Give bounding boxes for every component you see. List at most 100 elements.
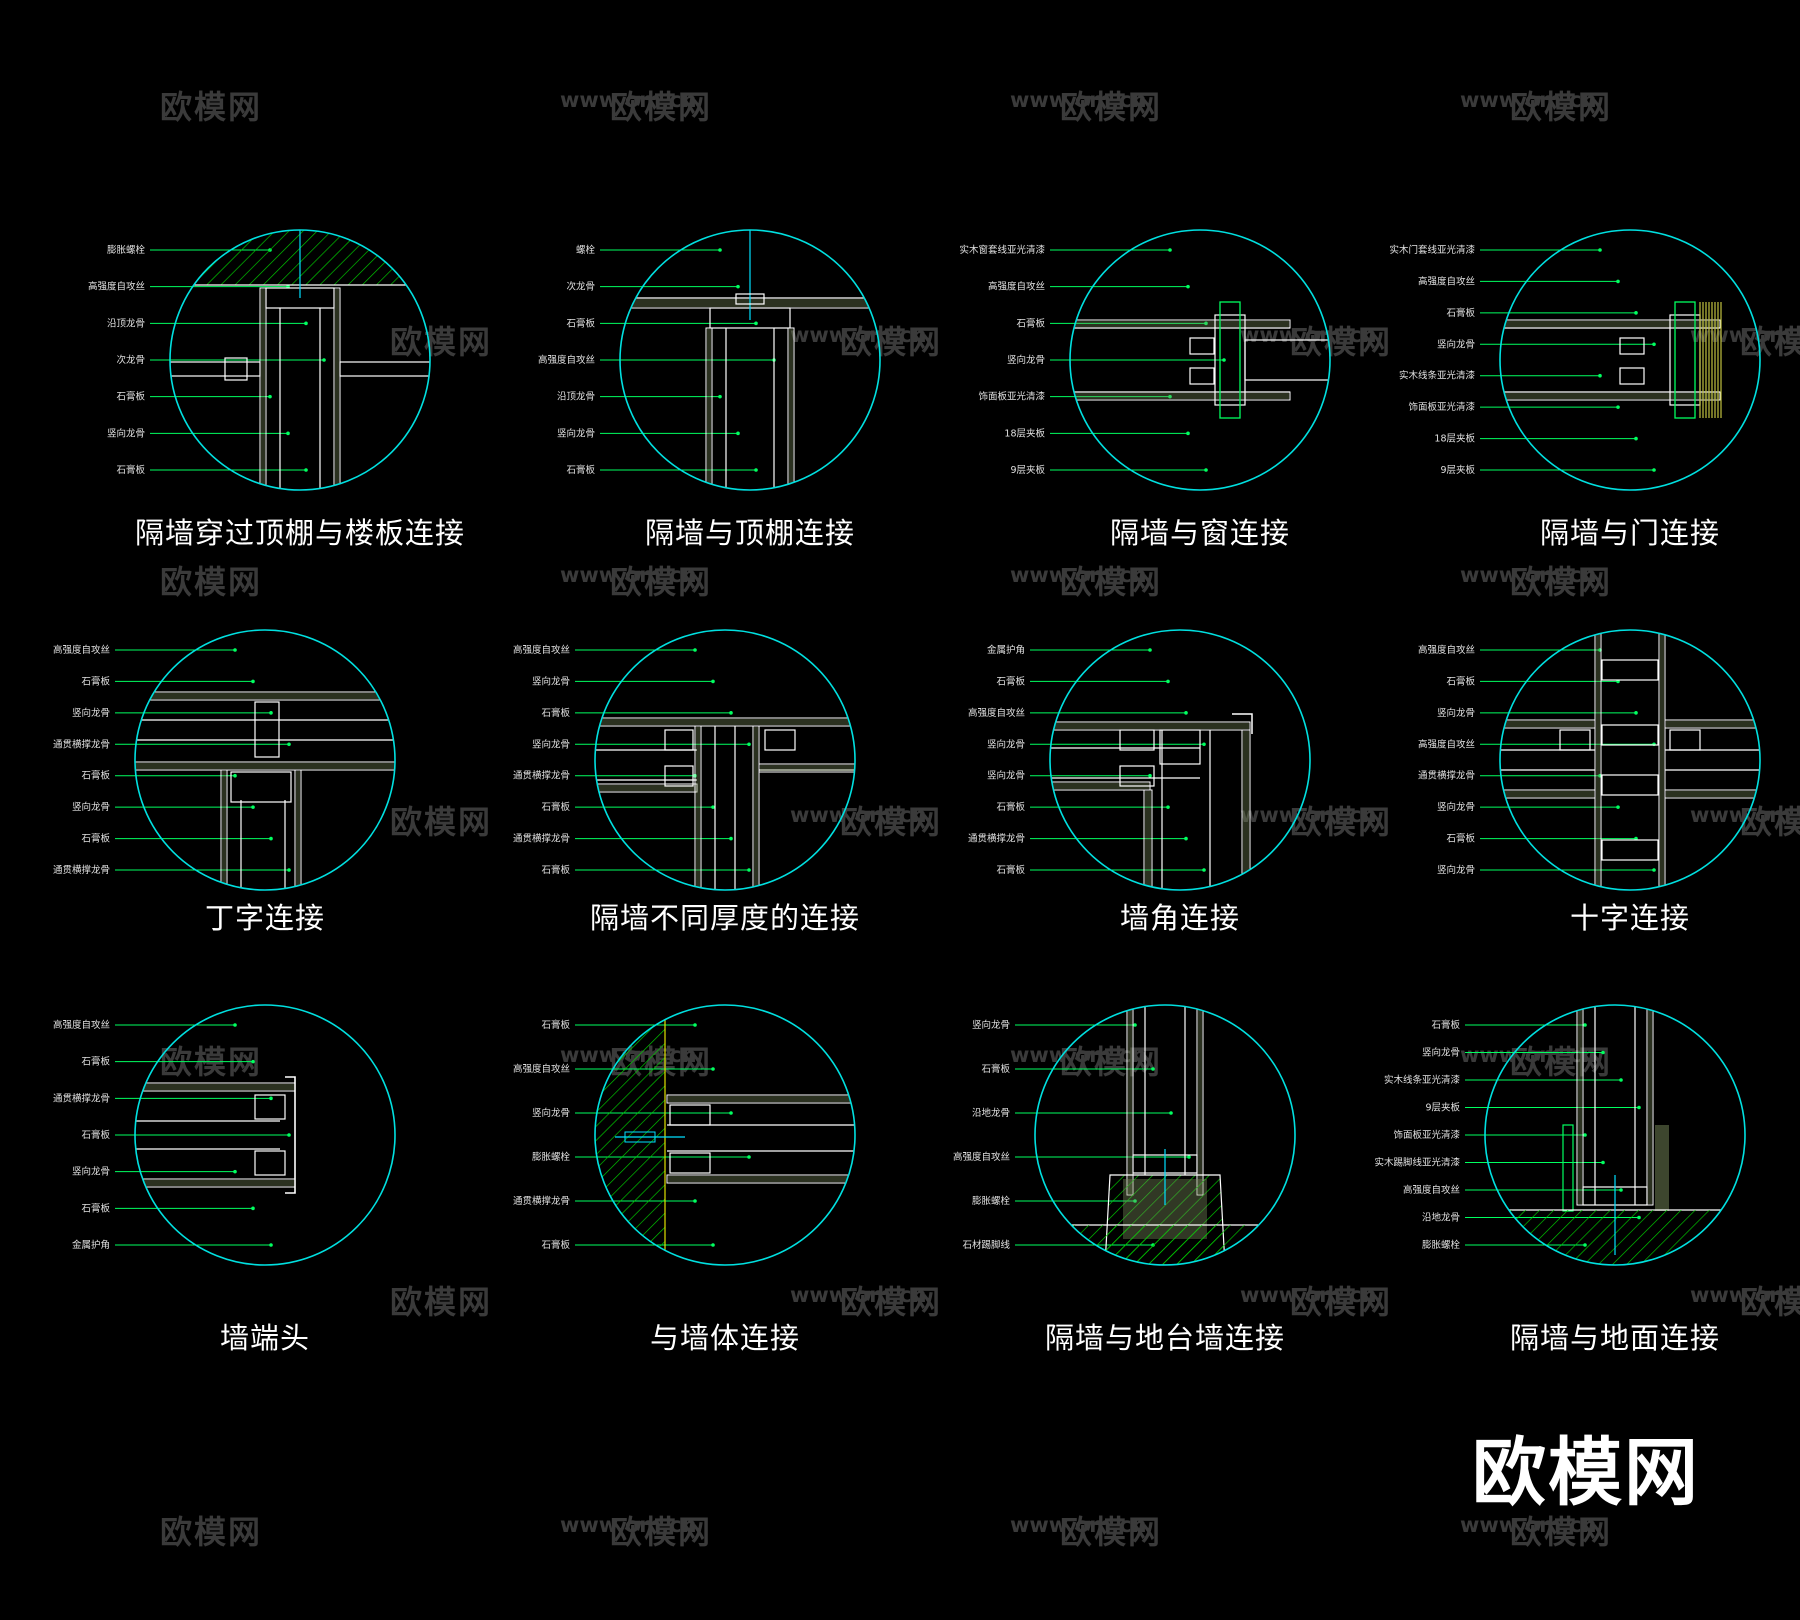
detail-cell: 金属护角石膏板高强度自攻丝竖向龙骨竖向龙骨石膏板通贯横撑龙骨石膏板墙角连接: [900, 610, 1350, 1130]
watermark-url: www.om.cn: [1010, 88, 1147, 112]
detail-title: 丁字连接: [204, 901, 325, 935]
detail-title: 隔墙与地面连接: [1509, 1321, 1720, 1355]
watermark-url: www.om.cn: [1460, 1043, 1597, 1067]
watermark-url: www.om.cn: [560, 1513, 697, 1537]
detail-drawing: [1069, 229, 1331, 491]
callout-label: 竖向龙骨: [1437, 801, 1475, 813]
callout-label: 竖向龙骨: [1007, 354, 1045, 366]
watermark-brand: 欧模网: [1510, 563, 1613, 601]
callout-label: 饰面板亚光清漆: [1393, 1129, 1460, 1141]
callout-label: 高强度自攻丝: [1403, 1184, 1460, 1196]
leader-dot: [251, 1059, 255, 1064]
detail-cell: 高强度自攻丝竖向龙骨石膏板竖向龙骨通贯横撑龙骨石膏板通贯横撑龙骨石膏板隔墙不同厚…: [450, 610, 900, 1130]
leader-dot: [711, 1067, 715, 1071]
detail-drawing: [619, 229, 881, 491]
callout-label: 竖向龙骨: [532, 738, 570, 750]
callout-label: 石膏板: [81, 833, 110, 845]
callout-label: 通贯横撑龙骨: [513, 1195, 570, 1207]
leader-dot: [1616, 805, 1620, 809]
callout-label: 石膏板: [566, 317, 595, 329]
callout-label: 石膏板: [81, 1056, 110, 1068]
callout-label: 高强度自攻丝: [53, 1019, 110, 1031]
leader-dot: [1148, 773, 1152, 778]
callout-label: 金属护角: [72, 1239, 110, 1251]
watermark-url: www.om.cn: [1240, 323, 1377, 347]
watermark-url: www.om.cn: [1010, 563, 1147, 587]
leader-dot: [1202, 868, 1206, 872]
leader-dot: [1583, 1133, 1587, 1137]
leader-dot: [1619, 1188, 1623, 1192]
callout-label: 次龙骨: [566, 281, 595, 293]
leader-dot: [1204, 468, 1208, 472]
detail-drawing: [1034, 1004, 1296, 1266]
leader-dot: [269, 1243, 273, 1247]
leader-dot: [251, 679, 255, 684]
detail-circle: [169, 229, 431, 491]
watermark-brand: 欧模网: [1290, 803, 1393, 841]
callout-label: 竖向龙骨: [1437, 864, 1475, 876]
callout-label: 石膏板: [541, 1019, 570, 1031]
callout-label: 实木窗套线亚光清漆: [959, 244, 1045, 256]
leader-dot: [711, 679, 715, 684]
leader-dot: [287, 1133, 291, 1137]
callout-label: 石膏板: [541, 1239, 570, 1251]
callout-label: 高强度自攻丝: [513, 644, 570, 656]
detail-title: 隔墙与地台墙连接: [1044, 1321, 1285, 1355]
callout-label: 竖向龙骨: [1437, 707, 1475, 719]
leader-dot: [1148, 648, 1152, 652]
callout-label: 实木踢脚线亚光清漆: [1374, 1157, 1460, 1169]
callout-label: 螺栓: [576, 244, 596, 256]
watermark-brand: 欧模网: [840, 1283, 943, 1321]
callout-label: 膨胀螺栓: [107, 244, 146, 256]
watermark-brand: 欧模网: [840, 323, 943, 361]
callout-label: 石膏板: [1446, 307, 1475, 319]
callout-label: 石膏板: [566, 464, 595, 476]
callout-label: 高强度自攻丝: [953, 1151, 1010, 1163]
callout-label: 通贯横撑龙骨: [53, 738, 110, 750]
callout-label: 石膏板: [996, 864, 1025, 876]
callout-label: 竖向龙骨: [557, 427, 595, 439]
leader-dot: [718, 394, 722, 399]
leader-dot: [1601, 1050, 1605, 1055]
watermark-brand: 欧模网: [160, 563, 263, 601]
watermark-brand: 欧模网: [160, 88, 263, 126]
leader-dot: [233, 1169, 237, 1174]
detail-drawing: [1499, 229, 1761, 491]
detail-cell: 膨胀螺栓高强度自攻丝沿顶龙骨次龙骨石膏板竖向龙骨石膏板隔墙穿过顶棚与楼板连接: [0, 180, 464, 700]
leader-dot: [736, 284, 740, 289]
watermark-brand: 欧模网: [1060, 563, 1163, 601]
detail-title: 墙端头: [219, 1321, 310, 1355]
leader-dot: [1186, 284, 1190, 289]
detail-drawing: [1499, 629, 1761, 891]
callout-label: 石材踢脚线: [962, 1239, 1010, 1251]
leader-dot: [729, 836, 733, 841]
callout-label: 通贯横撑龙骨: [1418, 770, 1475, 782]
watermark-url: www.om.cn: [1690, 323, 1800, 347]
leader-dot: [1184, 711, 1188, 715]
leader-dot: [1222, 358, 1226, 362]
callout-label: 高强度自攻丝: [538, 354, 595, 366]
leader-dot: [268, 394, 272, 399]
callout-label: 石膏板: [81, 770, 110, 782]
leader-dot: [1601, 1160, 1605, 1165]
callout-label: 竖向龙骨: [107, 427, 145, 439]
leader-dot: [1598, 248, 1602, 252]
callout-label: 石膏板: [1016, 317, 1045, 329]
callout-label: 竖向龙骨: [72, 801, 110, 813]
watermark-brand: 欧模网: [1290, 323, 1393, 361]
leader-dot: [322, 358, 326, 362]
leader-dot: [269, 836, 273, 841]
leader-dot: [233, 773, 237, 778]
leader-dot: [711, 805, 715, 809]
watermark-url: www.om.cn: [560, 88, 697, 112]
leader-dot: [747, 868, 751, 872]
detail-cell: 螺栓次龙骨石膏板高强度自攻丝沿顶龙骨竖向龙骨石膏板隔墙与顶棚连接: [450, 180, 900, 700]
callout-label: 高强度自攻丝: [1418, 275, 1475, 287]
callout-label: 高强度自攻丝: [1418, 644, 1475, 656]
